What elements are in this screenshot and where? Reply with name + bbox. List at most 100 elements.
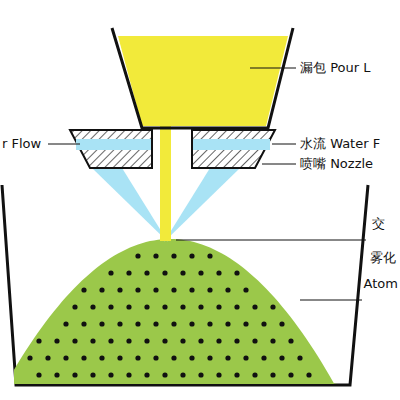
powder-particle xyxy=(90,372,95,377)
leader-line xyxy=(262,164,296,165)
powder-particle xyxy=(261,321,266,326)
powder-particle xyxy=(144,270,149,275)
powder-particle xyxy=(81,355,86,360)
powder-particle xyxy=(225,355,230,360)
powder-particle xyxy=(126,372,131,377)
powder-particle xyxy=(225,321,230,326)
powder-particle xyxy=(189,253,194,258)
water-channel xyxy=(193,139,270,150)
powder-particle xyxy=(234,338,239,343)
powder-particle xyxy=(81,321,86,326)
powder-particle xyxy=(153,355,158,360)
powder-particle xyxy=(198,338,203,343)
powder-particle xyxy=(72,372,77,377)
powder-particle xyxy=(144,304,149,309)
powder-particle xyxy=(162,270,167,275)
powder-particle xyxy=(198,270,203,275)
powder-particle xyxy=(180,270,185,275)
powder-particle xyxy=(198,304,203,309)
powder-particle xyxy=(72,338,77,343)
part-label: Atom xyxy=(364,276,398,292)
part-label: 喷嘴 Nozzle xyxy=(300,156,373,172)
powder-particle xyxy=(207,253,212,258)
powder-particle xyxy=(153,321,158,326)
powder-particle xyxy=(171,321,176,326)
powder-particle xyxy=(252,372,257,377)
powder-particle xyxy=(108,304,113,309)
powder-particle xyxy=(306,372,311,377)
powder-particle xyxy=(54,372,59,377)
powder-particle xyxy=(45,355,50,360)
powder-particle xyxy=(216,270,221,275)
powder-particle xyxy=(99,355,104,360)
powder-particle xyxy=(144,372,149,377)
powder-particle xyxy=(135,287,140,292)
powder-particle xyxy=(180,338,185,343)
powder-particle xyxy=(108,270,113,275)
powder-particle xyxy=(261,355,266,360)
powder-particle xyxy=(126,270,131,275)
powder-particle xyxy=(153,253,158,258)
powder-particle xyxy=(288,338,293,343)
powder-particle xyxy=(117,355,122,360)
powder-particle xyxy=(234,304,239,309)
powder-particle xyxy=(135,253,140,258)
leader-line xyxy=(300,300,362,301)
powder-particle xyxy=(63,321,68,326)
powder-particle xyxy=(36,338,41,343)
nozzle xyxy=(70,130,152,168)
part-label: 水流 Water F xyxy=(300,136,380,152)
powder-particle xyxy=(216,338,221,343)
powder-particle xyxy=(225,287,230,292)
powder-particle xyxy=(171,287,176,292)
powder-particle xyxy=(153,287,158,292)
powder-particle xyxy=(243,321,248,326)
powder-particle xyxy=(234,372,239,377)
powder-particle xyxy=(279,321,284,326)
powder-particle xyxy=(135,321,140,326)
powder-particle xyxy=(279,355,284,360)
powder-particle xyxy=(126,338,131,343)
powder-particle xyxy=(117,321,122,326)
powder-particle xyxy=(216,372,221,377)
water-jet xyxy=(164,168,240,242)
powder-particle xyxy=(63,355,68,360)
powder-particle xyxy=(90,304,95,309)
powder-particle xyxy=(207,287,212,292)
powder-particle xyxy=(171,355,176,360)
powder-particle xyxy=(198,372,203,377)
water-channel xyxy=(76,139,151,150)
powder-particle xyxy=(90,338,95,343)
powder-particle xyxy=(108,372,113,377)
powder-particle xyxy=(189,321,194,326)
nozzle xyxy=(192,130,275,168)
powder-particles xyxy=(27,253,311,377)
powder-particle xyxy=(36,372,41,377)
powder-particle xyxy=(162,372,167,377)
powder-particle xyxy=(243,355,248,360)
ladle-wall xyxy=(112,28,293,128)
powder-particle xyxy=(234,270,239,275)
powder-particle xyxy=(252,304,257,309)
leader-line xyxy=(48,144,80,145)
powder-particle xyxy=(252,338,257,343)
powder-particle xyxy=(207,321,212,326)
powder-particle xyxy=(99,287,104,292)
powder-particle xyxy=(72,304,77,309)
leader-line xyxy=(272,144,296,145)
powder-particle xyxy=(108,338,113,343)
powder-particle xyxy=(81,287,86,292)
leader-line xyxy=(250,68,296,69)
powder-particle xyxy=(27,355,32,360)
powder-particle xyxy=(54,338,59,343)
powder-particle xyxy=(180,304,185,309)
powder-particle xyxy=(189,287,194,292)
powder-particle xyxy=(144,338,149,343)
pour-ladle xyxy=(118,36,288,126)
powder-particle xyxy=(270,304,275,309)
powder-particle xyxy=(180,372,185,377)
powder-particle xyxy=(162,338,167,343)
powder-particle xyxy=(207,355,212,360)
leader-line xyxy=(176,240,366,241)
